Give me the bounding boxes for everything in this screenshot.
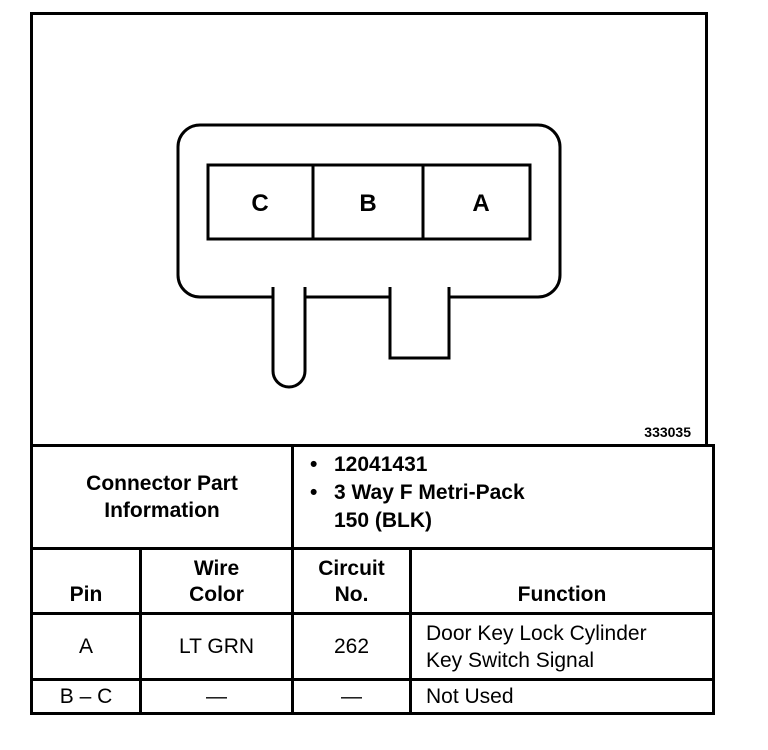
col-header-wire-color-line1: Wire [193,557,240,580]
col-header-function: Function [409,547,715,615]
connector-part-label-line1: Connector Part [86,472,238,495]
cell-circuit: — [291,678,412,715]
col-header-function-text: Function [517,583,607,606]
connector-part-label: Connector Part Information [30,444,294,550]
pin-label-b: B [359,190,376,217]
col-header-circuit-line2: No. [334,583,369,606]
lock-tab-right [388,287,451,360]
bullet-icon: • [310,453,318,476]
cell-wire-color: LT GRN [139,612,294,681]
col-header-pin: Pin [30,547,142,615]
part-number: 12041431 [334,453,428,476]
col-header-wire-color: Wire Color [139,547,294,615]
col-header-circuit: Circuit No. [291,547,412,615]
cell-pin: B – C [30,678,142,715]
cell-function-line2: Key Switch Signal [426,648,595,672]
figure-number: 333035 [644,424,691,440]
col-header-wire-color-line2: Color [189,583,244,606]
table-row: A LT GRN 262 Door Key Lock Cylinder Key … [30,612,715,681]
part-number-item: • 12041431 [310,451,712,479]
connector-diagram-frame: C B A 333035 [30,12,708,444]
bullet-icon: • [310,481,318,504]
lock-tab-left [271,287,307,389]
connector-part-label-line2: Information [104,499,220,522]
connector-drawing: C B A [176,123,562,389]
col-header-circuit-line1: Circuit [318,557,385,580]
connector-pinout-table: Connector Part Information • 12041431 • … [30,444,715,715]
pin-label-c: C [251,190,268,217]
connector-part-details: • 12041431 • 3 Way F Metri-Pack 150 (BLK… [291,444,715,550]
cell-function: Not Used [409,678,715,715]
col-header-pin-text: Pin [69,583,103,606]
part-description-item: • 3 Way F Metri-Pack 150 (BLK) [310,479,712,535]
connector-housing [176,123,562,299]
table-row: B – C — — Not Used [30,678,715,715]
cell-wire-color: — [139,678,294,715]
cell-function-line1: Door Key Lock Cylinder [426,621,647,645]
cell-pin: A [30,612,142,681]
part-description-line2: 150 (BLK) [334,509,433,532]
pin-cavity-block [206,163,532,241]
part-description-line1: 3 Way F Metri-Pack [334,481,525,504]
connector-part-row: Connector Part Information • 12041431 • … [30,444,715,550]
cell-function: Door Key Lock Cylinder Key Switch Signal [409,612,715,681]
pin-label-a: A [472,190,489,217]
cell-circuit: 262 [291,612,412,681]
column-header-row: Pin Wire Color Circuit No. Function [30,547,715,615]
